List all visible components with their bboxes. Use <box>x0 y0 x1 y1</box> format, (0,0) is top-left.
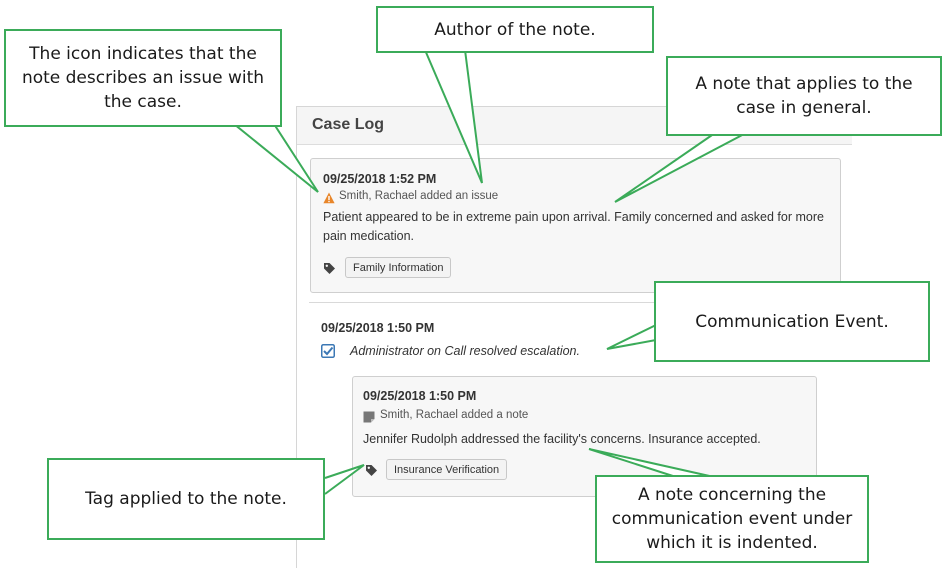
log-divider <box>309 302 852 303</box>
pointer-icon-issue <box>233 123 319 193</box>
callout-communication-event: Communication Event. <box>654 281 930 362</box>
nested-note-tag[interactable]: Insurance Verification <box>386 459 508 480</box>
warning-icon <box>323 191 335 204</box>
event-text: Administrator on Call resolved escalatio… <box>350 344 580 358</box>
note-tag[interactable]: Family Information <box>345 257 452 278</box>
case-note-card: 09/25/2018 1:52 PM Smith, Rachael added … <box>310 158 841 293</box>
tag-icon <box>323 262 336 275</box>
tag-icon <box>365 464 378 477</box>
callout-icon-issue: The icon indicates that the note describ… <box>4 29 282 127</box>
note-body: Patient appeared to be in extreme pain u… <box>323 210 824 243</box>
callout-tag: Tag applied to the note. <box>47 458 325 540</box>
event-timestamp: 09/25/2018 1:50 PM <box>321 321 435 335</box>
note-icon <box>363 410 375 423</box>
callout-indented-note: A note concerning the communication even… <box>595 475 869 563</box>
callout-author: Author of the note. <box>376 6 654 53</box>
nested-note-timestamp: 09/25/2018 1:50 PM <box>363 389 477 403</box>
checkbox-icon <box>321 344 335 358</box>
pointer-general-note <box>614 132 747 203</box>
pointer-communication-event <box>606 324 657 350</box>
note-timestamp: 09/25/2018 1:52 PM <box>323 172 437 186</box>
callout-general-note: A note that applies to the case in gener… <box>666 56 942 136</box>
pointer-author <box>424 49 483 184</box>
case-log-title: Case Log <box>312 116 385 133</box>
nested-note-body: Jennifer Rudolph addressed the facility'… <box>363 432 761 446</box>
note-author: Smith, Rachael added an issue <box>339 190 499 202</box>
nested-note-author: Smith, Rachael added a note <box>380 409 529 421</box>
pointer-indented-note <box>588 448 715 478</box>
pointer-tag <box>324 464 365 495</box>
